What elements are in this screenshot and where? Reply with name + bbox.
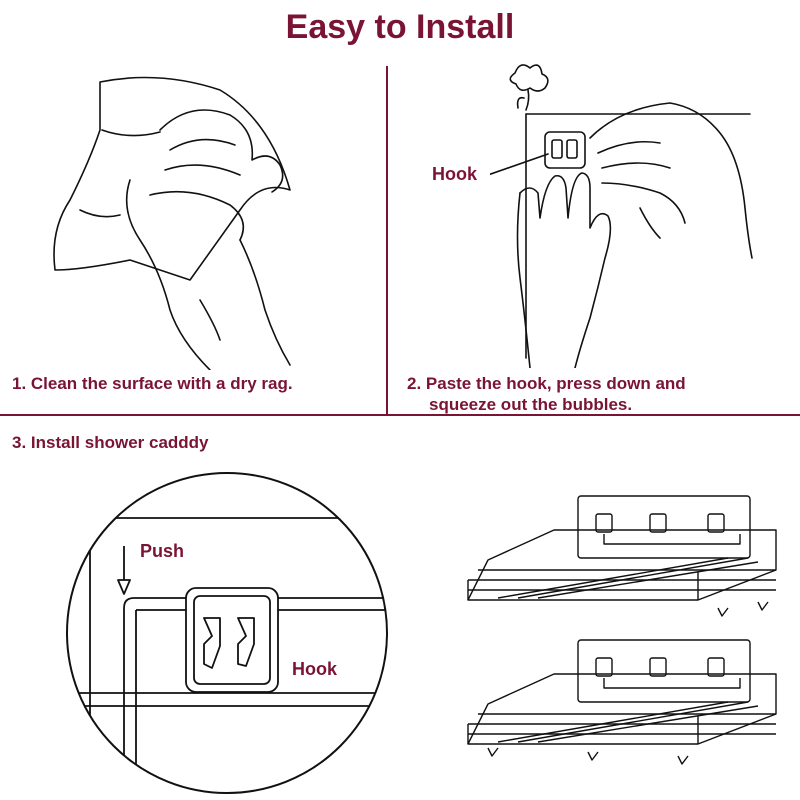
vertical-divider <box>386 66 388 414</box>
hook-zoom-circle-illustration <box>66 472 388 794</box>
step1-caption: 1. Clean the surface with a dry rag. <box>12 374 293 393</box>
hands-pressing-hook-illustration <box>490 64 753 368</box>
push-label: Push <box>140 541 185 561</box>
shower-caddy-baskets-illustration <box>467 495 777 765</box>
page-title: Easy to Install <box>285 8 515 46</box>
hand-wiping-rag-illustration <box>53 76 291 370</box>
step3-caption: 3. Install shower cadddy <box>12 433 209 452</box>
step2-caption: 2. Paste the hook, press down and squeez… <box>407 373 787 415</box>
hook-label-step3: Hook <box>292 659 337 679</box>
step2-caption-line2: squeeze out the bubbles. <box>429 395 633 414</box>
step2-caption-line1: 2. Paste the hook, press down and <box>407 374 686 393</box>
hook-label-step2: Hook <box>432 164 477 184</box>
horizontal-divider <box>0 414 800 416</box>
